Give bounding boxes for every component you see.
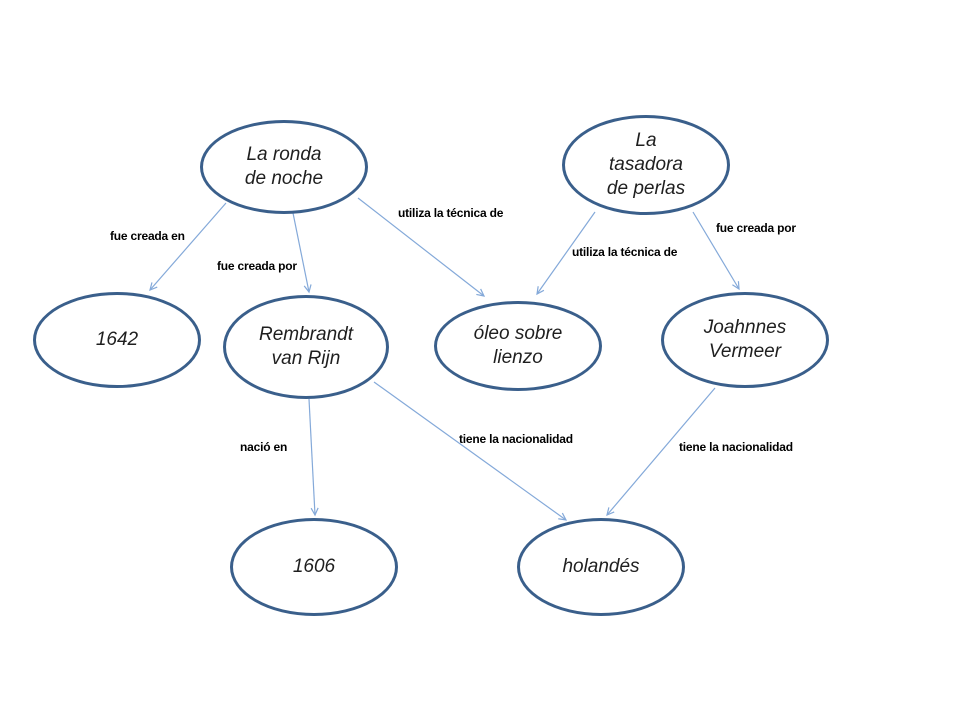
node-oleo-sobre-lienzo: óleo sobre lienzo [434,301,602,391]
edge-tasadora-oleo [536,211,596,296]
edge-ronda-oleo [357,197,486,297]
edge-label-fue-creada-en: fue creada en [110,229,185,243]
edge-ronda-rembrandt [292,212,312,294]
edge-label-fue-creada-por-left: fue creada por [217,259,297,273]
edge-vermeer-holandes [606,387,716,517]
edge-rembrandt-holandes [373,381,568,521]
edge-label-fue-creada-por-right: fue creada por [716,221,796,235]
edge-rembrandt-1606 [308,398,319,517]
node-holandes: holandés [517,518,685,616]
edge-label-nacio-en: nació en [240,440,288,454]
node-la-ronda-de-noche: La ronda de noche [200,120,368,214]
node-1606: 1606 [230,518,398,616]
edge-label-utiliza-tecnica-left: utiliza la técnica de [398,206,504,220]
edge-ronda-1642 [149,202,227,292]
node-1642: 1642 [33,292,201,388]
node-la-tasadora-de-perlas: La tasadora de perlas [562,115,730,215]
node-rembrandt-van-rijn: Rembrandt van Rijn [223,295,389,399]
edge-label-tiene-nacionalidad-right: tiene la nacionalidad [679,440,793,454]
node-joahnnes-vermeer: Joahnnes Vermeer [661,292,829,388]
edge-label-utiliza-tecnica-right: utiliza la técnica de [572,245,678,259]
edge-label-tiene-nacionalidad-left: tiene la nacionalidad [459,432,573,446]
edge-tasadora-vermeer [692,211,740,291]
